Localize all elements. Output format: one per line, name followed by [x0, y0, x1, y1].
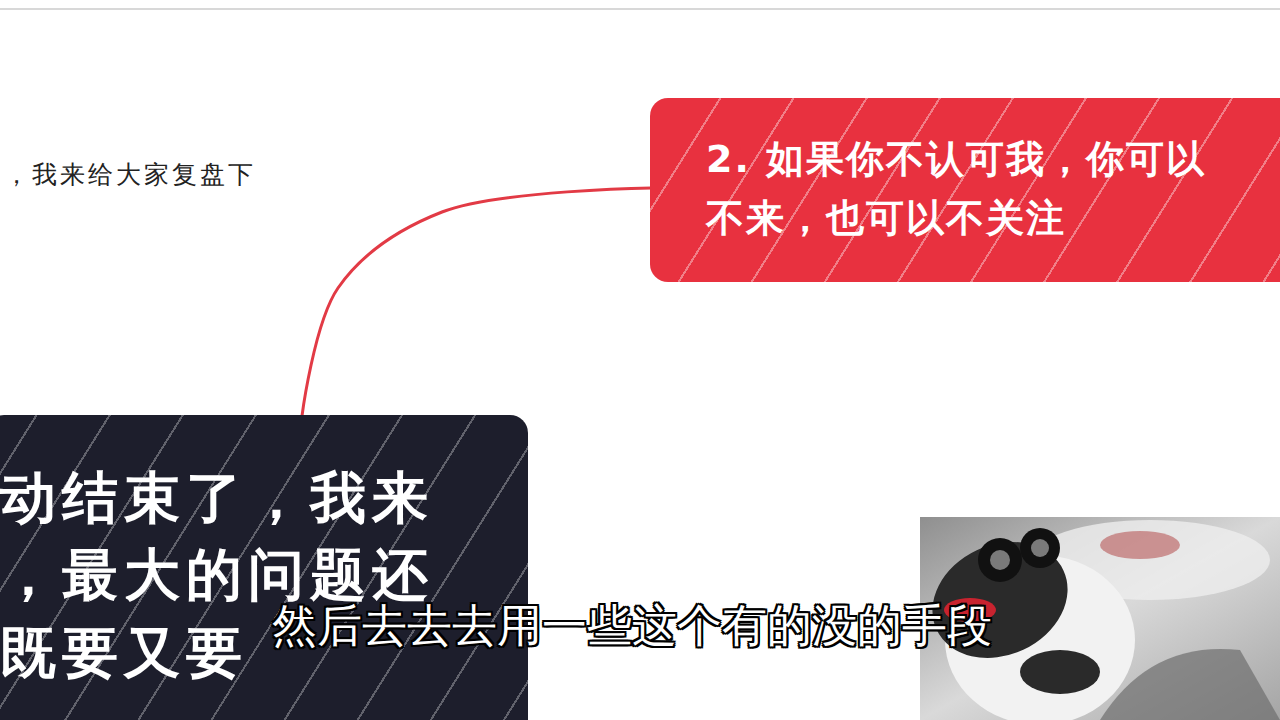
subtitle-text: 然后去去去用一些这个有的没的手段	[272, 596, 992, 656]
topic-text: 2. 如果你不认可我，你可以不来，也可以不关注	[706, 130, 1236, 248]
note-text: ，我来给大家复盘下	[4, 158, 256, 191]
topic-box: 2. 如果你不认可我，你可以不来，也可以不关注	[650, 98, 1280, 282]
branch-curve	[302, 188, 651, 416]
topic-text: 动结束了，我来 ，最大的问题还 既要又要	[0, 459, 470, 691]
topic-box: 动结束了，我来 ，最大的问题还 既要又要	[0, 415, 528, 720]
top-rule	[0, 8, 1280, 10]
